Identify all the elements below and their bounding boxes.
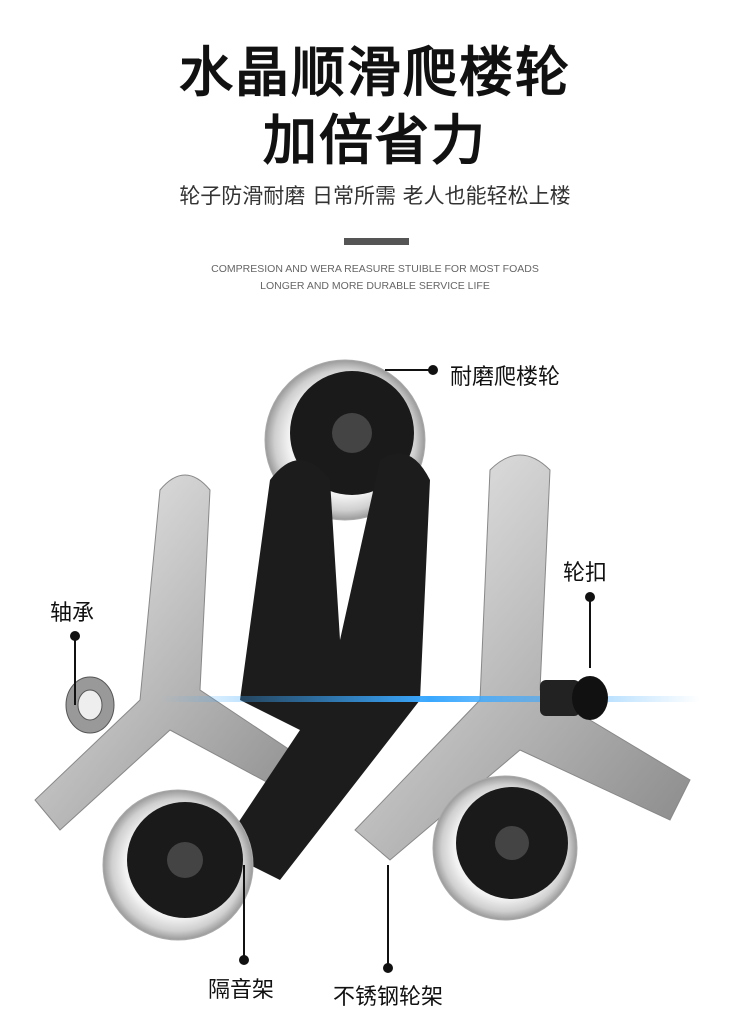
title-line-1: 水晶顺滑爬楼轮 — [179, 41, 571, 104]
callout-lines — [70, 365, 595, 973]
english-line-1: COMPRESION AND WERA REASURE STUIBLE FOR … — [211, 263, 539, 275]
black-frame — [220, 453, 430, 880]
axle-glow — [160, 696, 700, 702]
title-line-2: 加倍省力 — [263, 109, 487, 172]
callout-bearing: 轴承 — [50, 601, 95, 626]
bottom-left-wheel — [102, 789, 254, 941]
bearing — [65, 676, 115, 734]
callout-sound-frame: 隔音架 — [208, 978, 275, 1003]
wheel-assembly-illustration — [34, 359, 700, 973]
wheel-buckle — [540, 676, 608, 720]
subtitle: 轮子防滑耐磨 日常所需 老人也能轻松上楼 — [179, 184, 571, 208]
english-line-2: LONGER AND MORE DURABLE SERVICE LIFE — [260, 280, 490, 292]
callout-wheel-buckle: 轮扣 — [563, 561, 608, 586]
bottom-right-wheel — [432, 775, 578, 921]
callout-steel-frame: 不锈钢轮架 — [333, 985, 444, 1010]
left-steel-frame — [34, 474, 321, 831]
divider-bar — [344, 238, 409, 245]
right-steel-frame — [354, 454, 691, 861]
callout-wheel: 耐磨爬楼轮 — [450, 365, 561, 390]
